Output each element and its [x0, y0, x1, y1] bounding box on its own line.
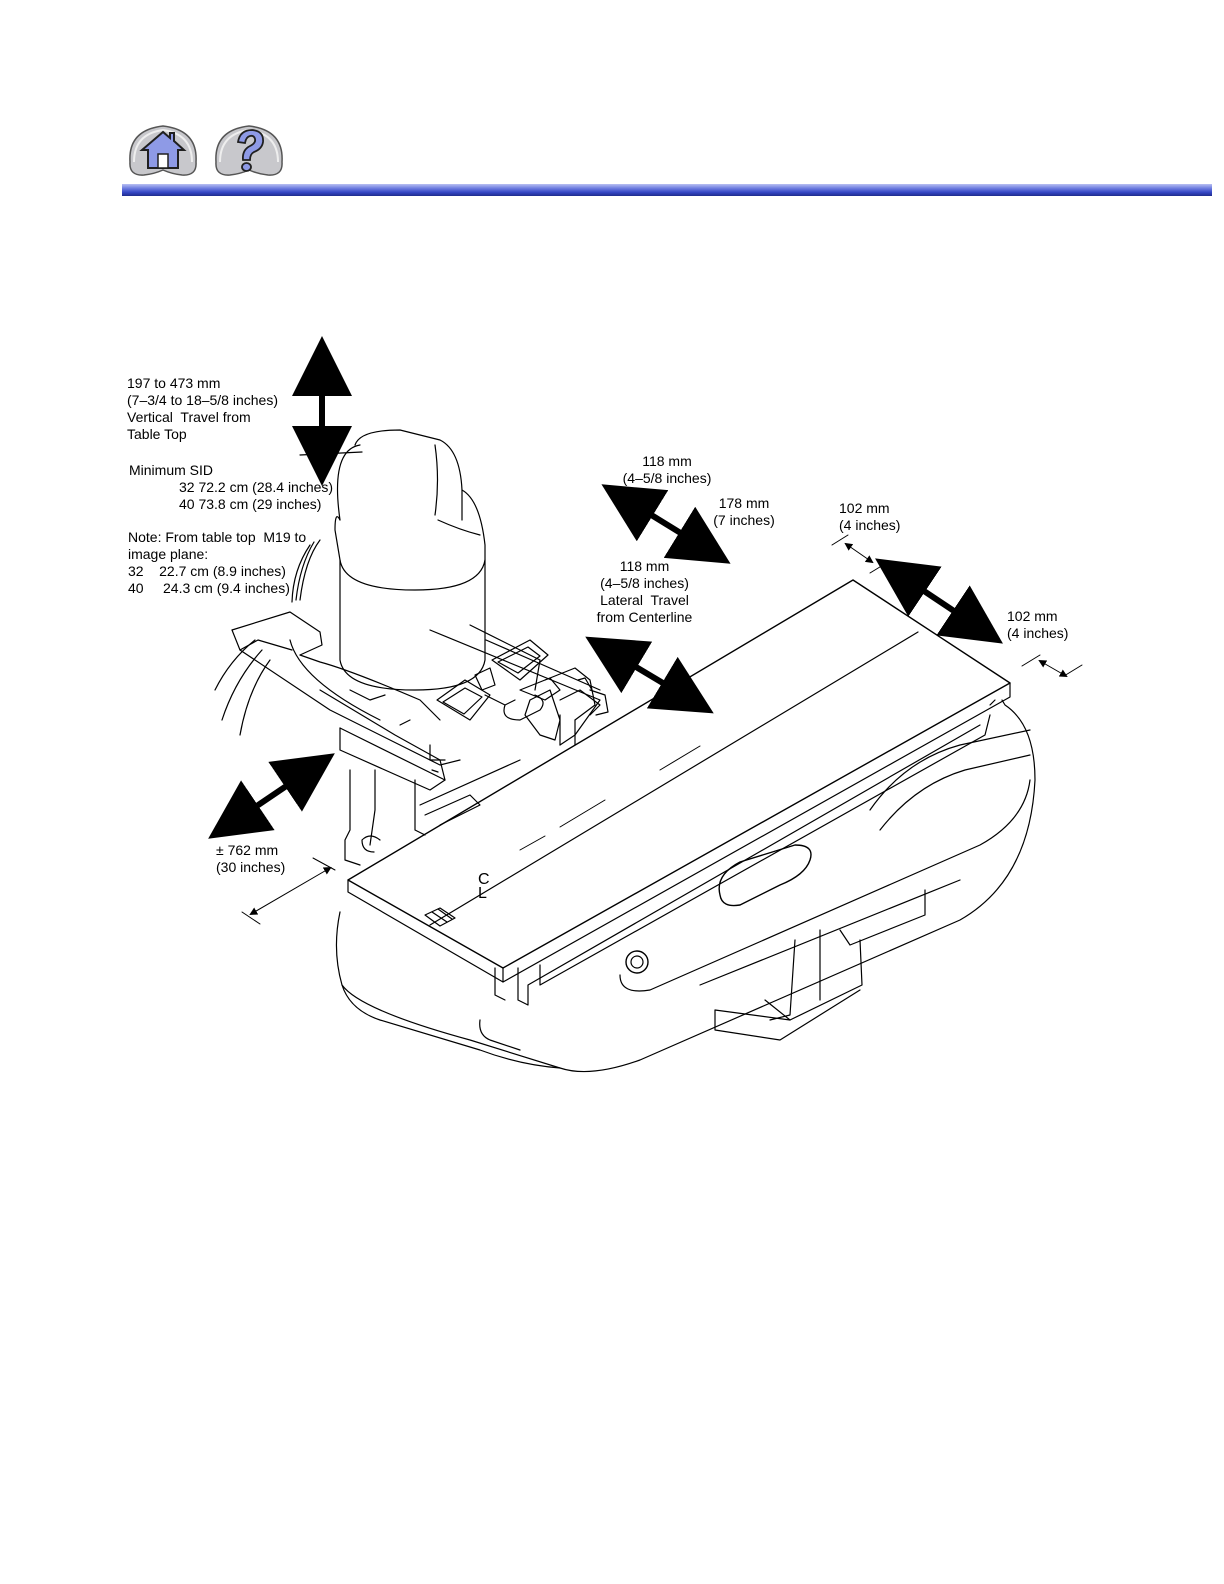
top-102-dimension [844, 542, 874, 564]
top-102-label: 102 mm (4 inches) [839, 500, 901, 533]
table-base [335, 699, 1036, 1073]
header-bar [122, 184, 1212, 196]
home-button[interactable] [124, 120, 202, 180]
longitudinal-dimension [249, 866, 332, 916]
longitudinal-travel-label: ± 762 mm (30 inches) [216, 842, 286, 875]
centerline-symbol: CL [478, 871, 490, 902]
min-sid-40: 40 73.8 cm (29 inches) [179, 496, 322, 512]
centerline-dashes [519, 745, 701, 851]
top-travel-arrow [601, 484, 731, 564]
travel-arrows [208, 336, 1003, 839]
right-102-dimension [1038, 660, 1068, 677]
question-icon [215, 125, 283, 176]
right-102-label: 102 mm (4 inches) [1007, 608, 1069, 641]
lateral-travel-label: 118 mm (4–5/8 inches) Lateral Travel fro… [596, 558, 693, 625]
top-178-label: 178 mm (7 inches) [713, 495, 775, 528]
note-label: Note: From table top M19 to image plane:… [128, 529, 307, 596]
min-sid-32: 32 72.2 cm (28.4 inches) [179, 479, 334, 495]
top-118-label: 118 mm (4–5/8 inches) [622, 453, 712, 486]
lateral-travel-arrow [585, 636, 714, 714]
help-button[interactable] [210, 120, 288, 180]
table-top [347, 579, 1011, 1006]
tower-assembly [214, 429, 609, 866]
right-travel-arrow [875, 558, 1003, 644]
vertical-travel-label: 197 to 473 mm (7–3/4 to 18–5/8 inches) V… [127, 375, 278, 442]
min-sid-title: Minimum SID [129, 462, 214, 478]
longitudinal-travel-arrow [208, 753, 335, 839]
home-icon [129, 125, 197, 176]
dimension-marks [241, 534, 1083, 925]
